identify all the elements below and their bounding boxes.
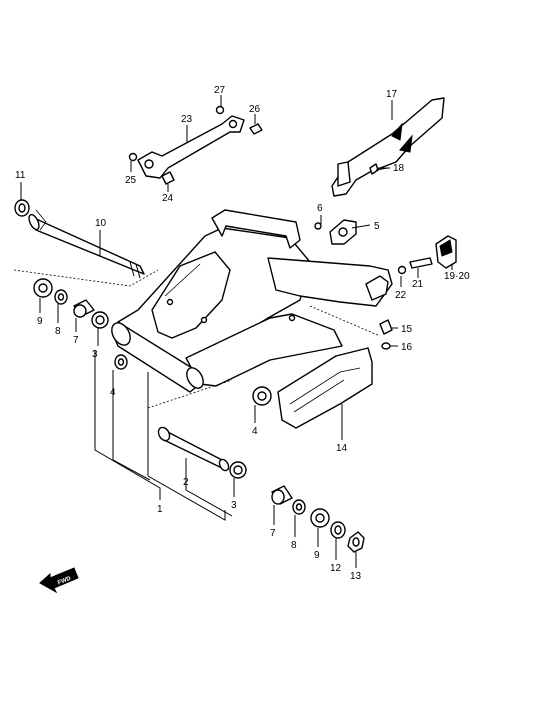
- callout-8-left: 8: [55, 326, 61, 337]
- callout-4-left: 4: [110, 387, 116, 398]
- callout-9-right: 9: [314, 550, 320, 561]
- callout-7-left: 7: [73, 335, 79, 346]
- callout-15: 15: [401, 324, 413, 335]
- callout-3-right: 3: [231, 500, 237, 511]
- bracket-5: [329, 219, 357, 245]
- callout-labels: 27 26 23 25 24 17 18 6 5 19·20 21 22 15 …: [15, 85, 470, 582]
- callout-11: 11: [15, 170, 26, 181]
- callout-6: 6: [317, 203, 323, 214]
- callout-26: 26: [249, 104, 261, 115]
- pivot-shaft-10: [28, 209, 145, 279]
- callout-4-right: 4: [252, 426, 258, 437]
- callout-22: 22: [395, 290, 407, 301]
- callout-12: 12: [330, 563, 342, 574]
- callout-25: 25: [125, 175, 137, 186]
- callout-10: 10: [95, 218, 107, 229]
- callout-7-right: 7: [270, 528, 276, 539]
- fwd-label: FWD: [57, 576, 73, 587]
- chain-buffer-14: [277, 347, 373, 429]
- callout-2: 2: [183, 477, 189, 488]
- callout-14: 14: [336, 443, 348, 454]
- left-side-parts: [33, 278, 128, 370]
- callout-27: 27: [214, 85, 226, 96]
- callout-17: 17: [386, 89, 398, 100]
- callout-8-right: 8: [291, 540, 297, 551]
- callout-18: 18: [393, 163, 405, 174]
- leader-lines: [13, 95, 453, 568]
- swingarm-body: [111, 209, 393, 393]
- torque-link-23: [137, 115, 245, 179]
- callout-19-20: 19·20: [444, 271, 470, 282]
- lower-right-parts: [157, 386, 365, 553]
- chain-guard-17: [331, 97, 445, 197]
- callout-13: 13: [350, 571, 362, 582]
- callout-23: 23: [181, 114, 193, 125]
- fasteners: [128, 105, 433, 350]
- callout-16: 16: [401, 342, 413, 353]
- callout-24: 24: [162, 193, 174, 204]
- chain-adjuster-19-20: [435, 235, 457, 269]
- fwd-arrow: FWD: [39, 567, 79, 594]
- callout-5: 5: [374, 221, 380, 232]
- callout-3-left: 3: [92, 349, 98, 360]
- nut-11: [14, 199, 30, 217]
- callout-21: 21: [412, 279, 424, 290]
- callout-9-left: 9: [37, 316, 43, 327]
- callout-1: 1: [157, 504, 163, 515]
